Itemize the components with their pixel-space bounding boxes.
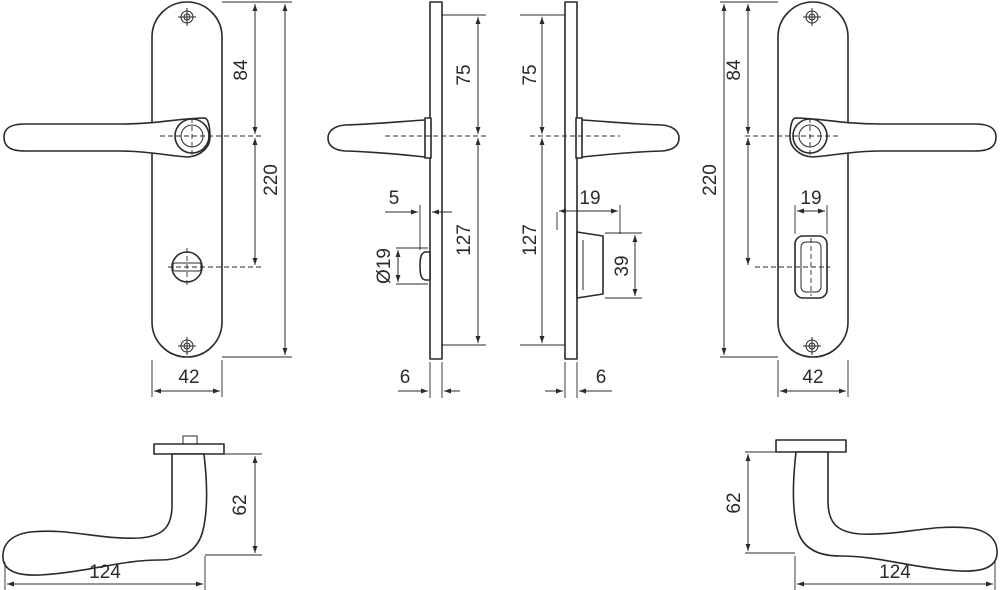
screw-icon xyxy=(803,337,821,355)
dim-side-left-diameter: Ø19 xyxy=(374,248,395,284)
dim-side-right-6: 6 xyxy=(596,367,607,388)
plate-edge xyxy=(429,1,443,360)
dim-front-right-42: 42 xyxy=(802,367,823,388)
top-view-right: 62 124 xyxy=(724,439,998,590)
front-view-right: 84 220 19 42 xyxy=(700,1,997,397)
turn-knob-icon xyxy=(168,248,262,287)
plate-edge xyxy=(564,1,578,360)
top-view-left: 62 124 xyxy=(2,435,262,590)
dim-side-right-19: 19 xyxy=(579,188,600,209)
dim-side-left-6: 6 xyxy=(400,367,411,388)
rosette-top xyxy=(153,443,225,455)
lever-handle xyxy=(3,117,211,158)
dim-front-right-19: 19 xyxy=(800,188,821,209)
screw-icon xyxy=(178,8,196,26)
backplate xyxy=(777,1,849,358)
lever-side xyxy=(576,119,680,158)
cylinder-icon xyxy=(755,235,830,299)
lever-top xyxy=(792,451,998,572)
dim-side-right-39: 39 xyxy=(612,255,633,276)
turn-knob-side xyxy=(419,251,431,281)
dim-front-right-84: 84 xyxy=(724,59,745,81)
lever-top xyxy=(2,453,208,576)
dim-top-left-62: 62 xyxy=(230,494,251,515)
dim-side-right-127: 127 xyxy=(520,224,541,256)
front-view-left: 84 220 42 xyxy=(3,1,292,397)
dim-front-left-220: 220 xyxy=(261,164,282,196)
cylinder-icon xyxy=(576,231,604,299)
lever-side xyxy=(327,119,431,158)
side-view-left: 75 127 5 Ø19 6 xyxy=(327,1,486,398)
dim-front-left-84: 84 xyxy=(231,59,252,81)
screw-icon xyxy=(178,337,196,355)
rosette-top xyxy=(775,439,847,453)
dim-top-left-124: 124 xyxy=(89,562,121,583)
lever-handle xyxy=(789,117,997,158)
dim-side-left-5: 5 xyxy=(389,188,400,209)
side-view-right: 75 127 19 39 6 xyxy=(520,1,680,398)
screw-icon xyxy=(803,8,821,26)
dim-top-right-124: 124 xyxy=(879,562,911,583)
dim-side-left-127: 127 xyxy=(454,224,475,256)
dim-front-left-42: 42 xyxy=(178,367,199,388)
dim-side-left-75: 75 xyxy=(454,64,475,85)
backplate xyxy=(151,1,223,358)
dim-top-right-62: 62 xyxy=(724,492,745,513)
dim-side-right-75: 75 xyxy=(520,64,541,85)
dim-front-right-220: 220 xyxy=(700,164,721,196)
